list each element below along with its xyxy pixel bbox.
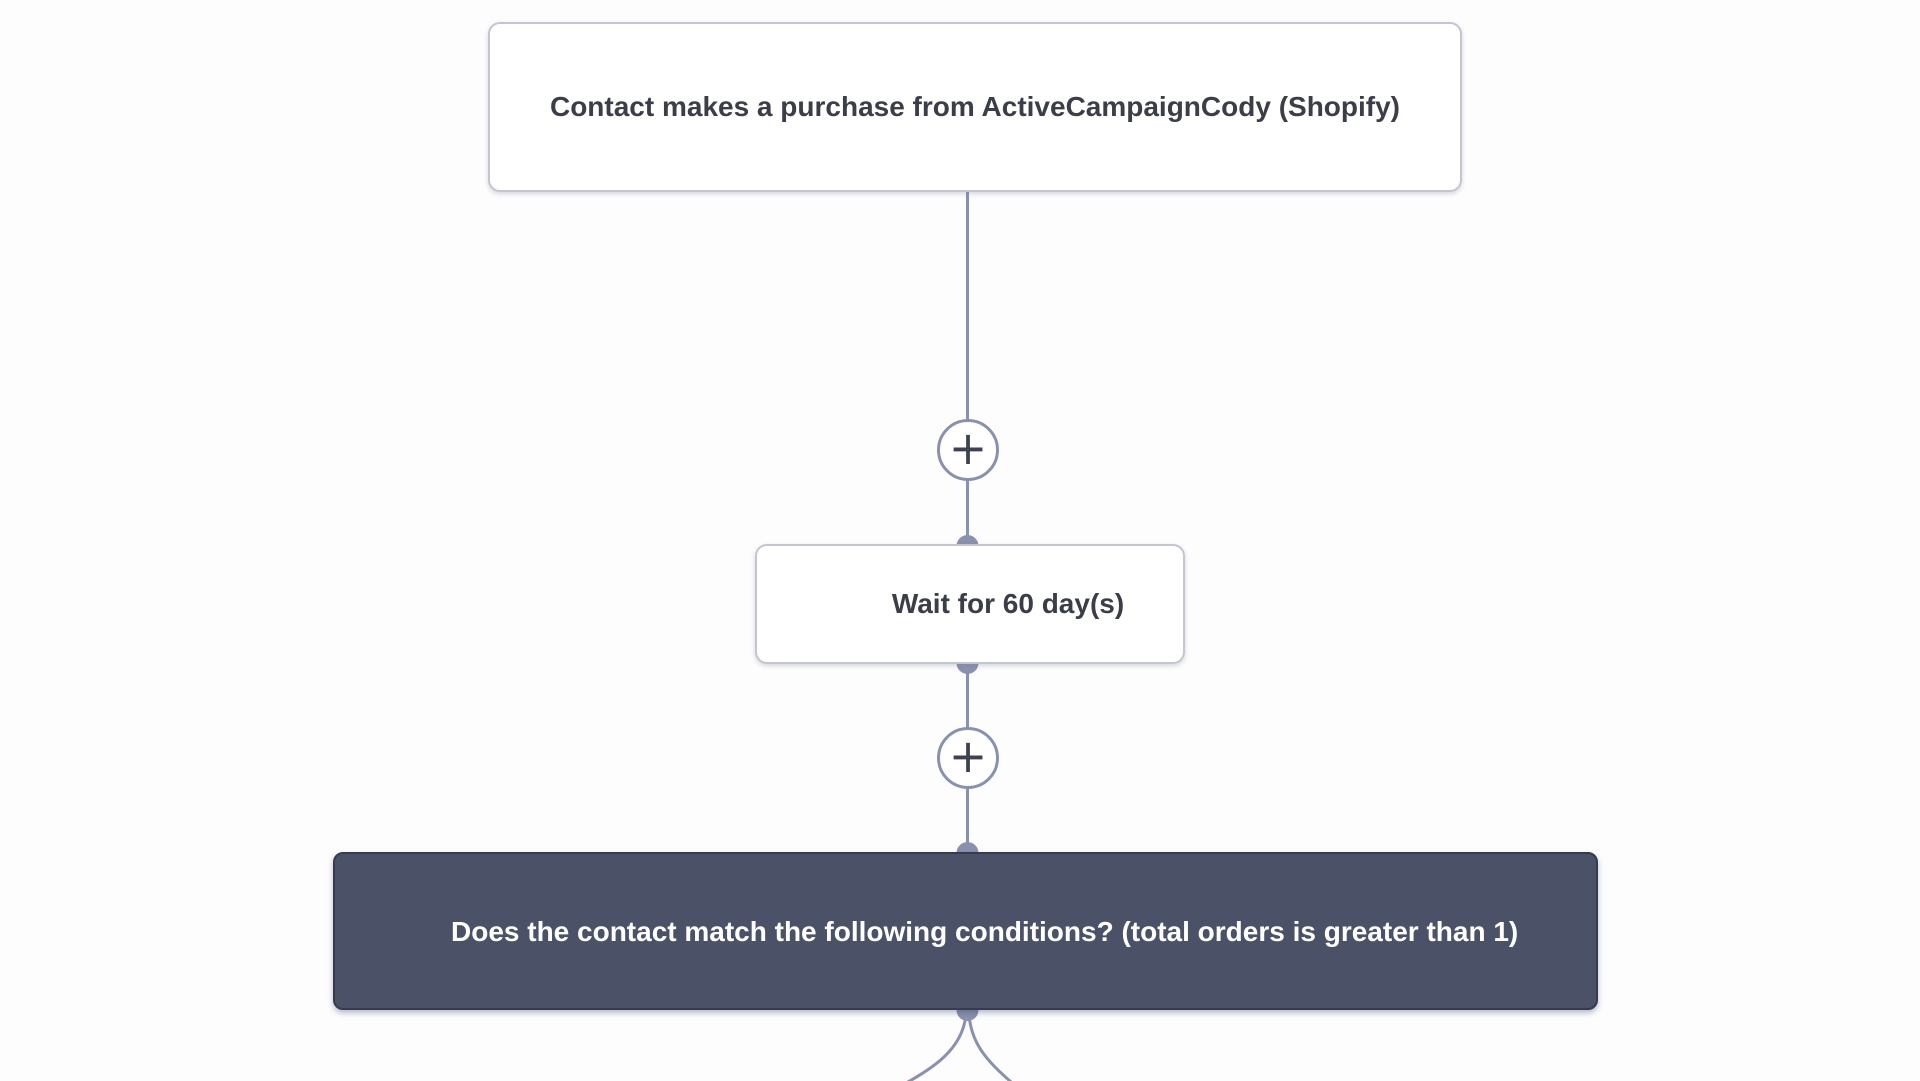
add-step-button-1[interactable]: + bbox=[937, 419, 999, 481]
add-step-button-2[interactable]: + bbox=[937, 727, 999, 789]
trigger-node[interactable]: Contact makes a purchase from ActiveCamp… bbox=[488, 22, 1462, 192]
plus-icon: + bbox=[948, 421, 988, 475]
trigger-node-label: Contact makes a purchase from ActiveCamp… bbox=[549, 91, 1401, 122]
plus-icon: + bbox=[948, 729, 988, 783]
wait-node[interactable]: Wait for 60 day(s) bbox=[755, 544, 1185, 664]
branch-curve-left bbox=[906, 1013, 968, 1081]
wait-node-label: Wait for 60 day(s) bbox=[891, 588, 1125, 619]
condition-node-label: Does the contact match the following con… bbox=[451, 915, 1519, 947]
branch-curve-right bbox=[967, 1013, 1013, 1081]
condition-node[interactable]: Does the contact match the following con… bbox=[333, 852, 1598, 1010]
